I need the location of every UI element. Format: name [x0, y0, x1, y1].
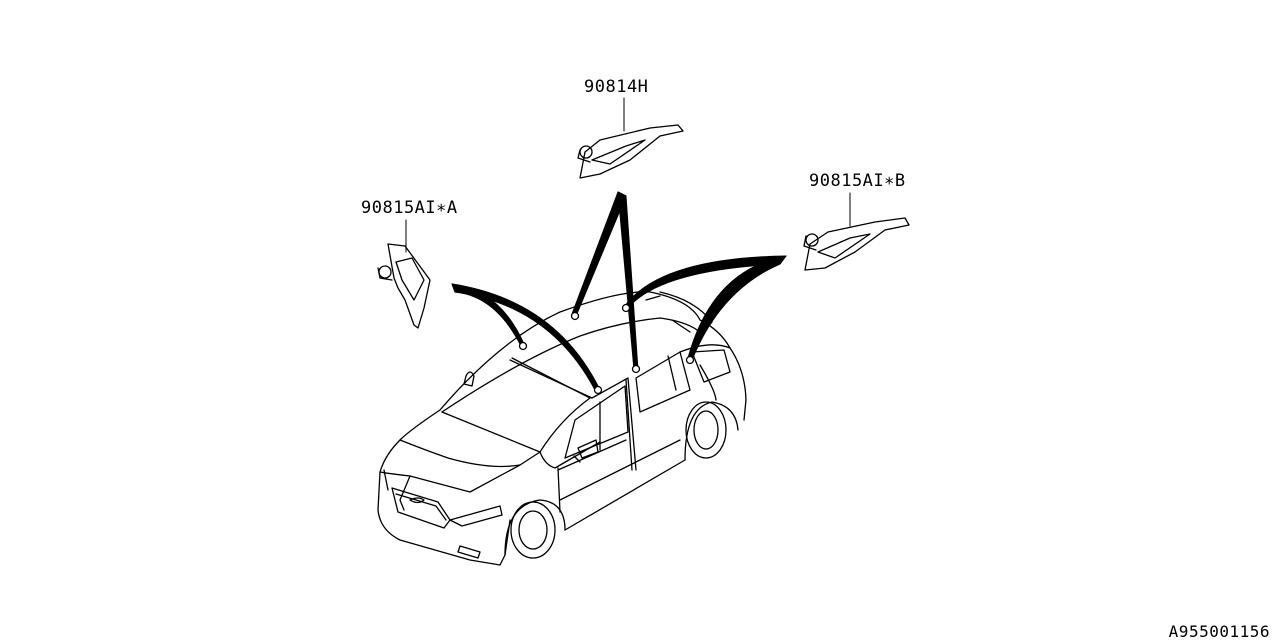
diagram-code: A955001156 — [1168, 622, 1270, 640]
clip-points — [518, 303, 695, 395]
part-90814h-shape — [577, 97, 684, 179]
part-90815ai-a-shape — [377, 219, 431, 329]
callout-wedges — [451, 191, 787, 391]
part-label-90814h[interactable]: 90814H — [584, 77, 649, 97]
part-90815ai-b-shape — [803, 192, 910, 271]
part-label-90815ai-b[interactable]: 90815AI∗B — [809, 171, 906, 191]
part-label-90815ai-a[interactable]: 90815AI∗A — [361, 198, 458, 218]
car-body — [377, 291, 747, 566]
